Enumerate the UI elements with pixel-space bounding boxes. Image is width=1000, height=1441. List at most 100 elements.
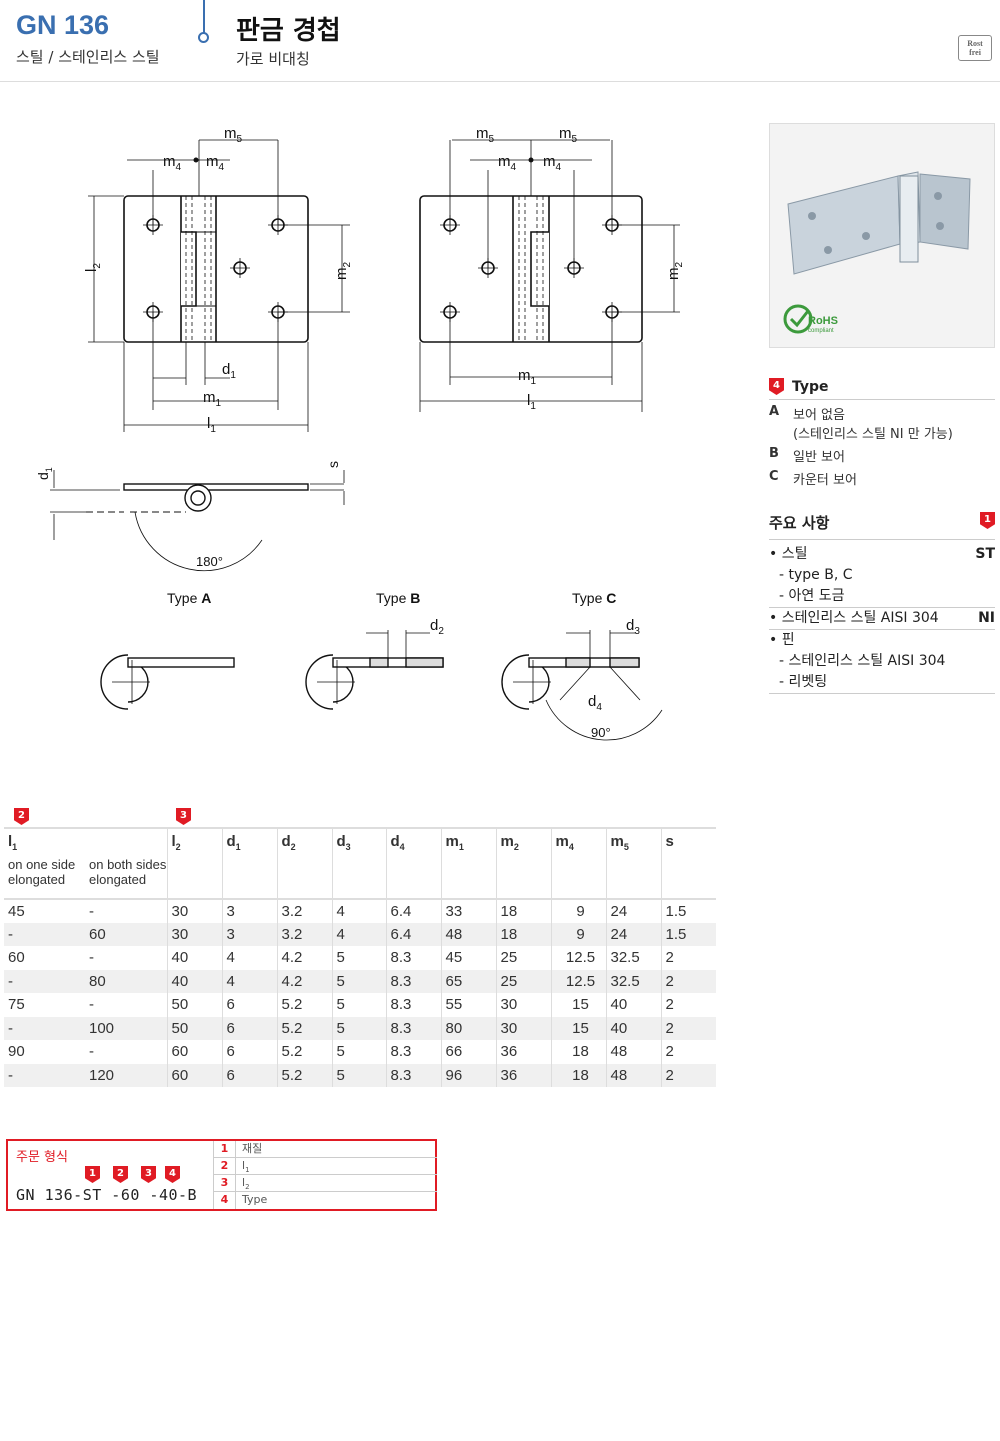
order-badge-2: 2 bbox=[113, 1166, 128, 1183]
table-cell: 4 bbox=[221, 946, 277, 970]
table-cell: 8.3 bbox=[385, 1040, 441, 1064]
type-key-c: C bbox=[769, 469, 779, 484]
table-cell: 30 bbox=[495, 1016, 551, 1040]
note-steel-sub1: - type B, C bbox=[779, 567, 853, 583]
table-cell: 3 bbox=[221, 922, 277, 946]
order-row-text: l2 bbox=[242, 1176, 250, 1192]
table-cell: 80 bbox=[85, 969, 167, 993]
table-cell: 75 bbox=[8, 996, 25, 1014]
table-cell: 18 bbox=[495, 899, 551, 923]
table-cell: - bbox=[4, 969, 85, 993]
table-cell: 6.4 bbox=[385, 899, 441, 923]
table-cell: 40 bbox=[605, 1016, 661, 1040]
dim-d1-side: d1 bbox=[35, 467, 54, 480]
sub-one-side: on one side elongated bbox=[4, 855, 85, 900]
table-cell: 9 bbox=[550, 922, 606, 946]
table-cell: 9 bbox=[550, 899, 606, 923]
col-header-m4: m4 bbox=[550, 827, 606, 855]
header-divider bbox=[203, 0, 205, 36]
dim-l2: l2 bbox=[83, 263, 103, 272]
table-cell: 1.5 bbox=[660, 922, 716, 946]
order-row-text: 재질 bbox=[242, 1142, 263, 1155]
header-divider-dot bbox=[198, 32, 209, 43]
table-cell: 8.3 bbox=[385, 1016, 441, 1040]
col-header-d1: d1 bbox=[221, 827, 277, 855]
col-header-m2: m2 bbox=[495, 827, 551, 855]
dim-d4: d4 bbox=[588, 693, 602, 713]
order-row-num: 2 bbox=[214, 1158, 236, 1174]
rohs-label: RoHS bbox=[808, 315, 838, 327]
angle-180: 180° bbox=[196, 554, 223, 569]
table-cell: 12.5 bbox=[550, 969, 606, 993]
table-cell: 100 bbox=[85, 1016, 167, 1040]
table-cell: 40 bbox=[166, 969, 222, 993]
note-pin: 핀 bbox=[781, 632, 795, 648]
table-cell: 80 bbox=[440, 1016, 496, 1040]
table-cell: 45 bbox=[440, 946, 496, 970]
table-cell: 18 bbox=[550, 1040, 606, 1064]
page-subtitle: 가로 비대칭 bbox=[236, 50, 310, 68]
table-cell: 48 bbox=[440, 922, 496, 946]
dim-s: s bbox=[325, 461, 341, 468]
table-cell: - bbox=[89, 902, 94, 920]
table-cell: 50 bbox=[166, 1016, 222, 1040]
table-cell: - bbox=[89, 1043, 94, 1061]
table-cell: 40 bbox=[605, 993, 661, 1017]
col-header-s: s bbox=[660, 827, 716, 855]
table-cell: 66 bbox=[440, 1040, 496, 1064]
table-cell: 8.3 bbox=[385, 946, 441, 970]
table-cell: 4 bbox=[221, 969, 277, 993]
type-key-a: A bbox=[769, 404, 780, 419]
table-cell: 12.5 bbox=[550, 946, 606, 970]
note-ss-code: NI bbox=[978, 610, 995, 626]
notes-title: 주요 사항 bbox=[769, 514, 830, 532]
badge-4: 4 bbox=[769, 378, 784, 395]
table-cell: 5.2 bbox=[276, 1040, 332, 1064]
table-cell: 48 bbox=[605, 1063, 661, 1087]
table-cell: - bbox=[4, 922, 85, 946]
type-a-note: (스테인리스 스틸 NI 만 가능) bbox=[793, 427, 953, 442]
table-cell: 1.5 bbox=[660, 899, 716, 923]
dim-m1-left: m1 bbox=[203, 389, 222, 409]
table-cell: 5 bbox=[331, 1063, 386, 1087]
table-cell: 60 bbox=[8, 949, 25, 967]
table-cell: - bbox=[89, 949, 94, 967]
table-cell: 48 bbox=[605, 1040, 661, 1064]
table-cell: 2 bbox=[660, 946, 716, 970]
note-steel-sub2: - 아연 도금 bbox=[779, 588, 845, 604]
table-cell: 18 bbox=[550, 1063, 606, 1087]
table-cell: 30 bbox=[166, 922, 222, 946]
table-cell: 8.3 bbox=[385, 969, 441, 993]
type-a-label: Type A bbox=[167, 590, 211, 606]
dim-m4-r1: m4 bbox=[498, 153, 517, 173]
col-header-l1: l1 bbox=[4, 827, 167, 855]
rohs-sublabel: compliant bbox=[808, 328, 834, 334]
table-cell: 2 bbox=[660, 1063, 716, 1087]
table-cell: 2 bbox=[660, 969, 716, 993]
table-cell: 32.5 bbox=[605, 946, 661, 970]
table-cell: 8.3 bbox=[385, 1063, 441, 1087]
table-cell: 24 bbox=[605, 899, 661, 923]
order-row-text: Type bbox=[242, 1193, 268, 1206]
table-cell: 5.2 bbox=[276, 993, 332, 1017]
order-code: GN 136-ST -60 -40-B bbox=[16, 1186, 198, 1204]
table-cell: 2 bbox=[660, 1016, 716, 1040]
table-cell: 5.2 bbox=[276, 1063, 332, 1087]
product-material: 스틸 / 스테인리스 스틸 bbox=[16, 48, 160, 66]
table-cell: 2 bbox=[660, 1040, 716, 1064]
dim-m4-left: m4 bbox=[163, 153, 182, 173]
note-ss: 스테인리스 스틸 AISI 304 bbox=[781, 610, 939, 626]
table-cell: 120 bbox=[85, 1063, 167, 1087]
table-cell: 32.5 bbox=[605, 969, 661, 993]
header-rule bbox=[0, 81, 1000, 82]
table-cell: 60 bbox=[85, 922, 167, 946]
type-legend-title: Type bbox=[792, 378, 829, 395]
table-cell: 5.2 bbox=[276, 1016, 332, 1040]
note-steel-code: ST bbox=[975, 546, 995, 562]
table-cell: 5 bbox=[331, 1040, 386, 1064]
order-row-num: 4 bbox=[214, 1192, 236, 1209]
dim-l1-right: l1 bbox=[527, 392, 536, 412]
table-cell: 5 bbox=[331, 993, 386, 1017]
